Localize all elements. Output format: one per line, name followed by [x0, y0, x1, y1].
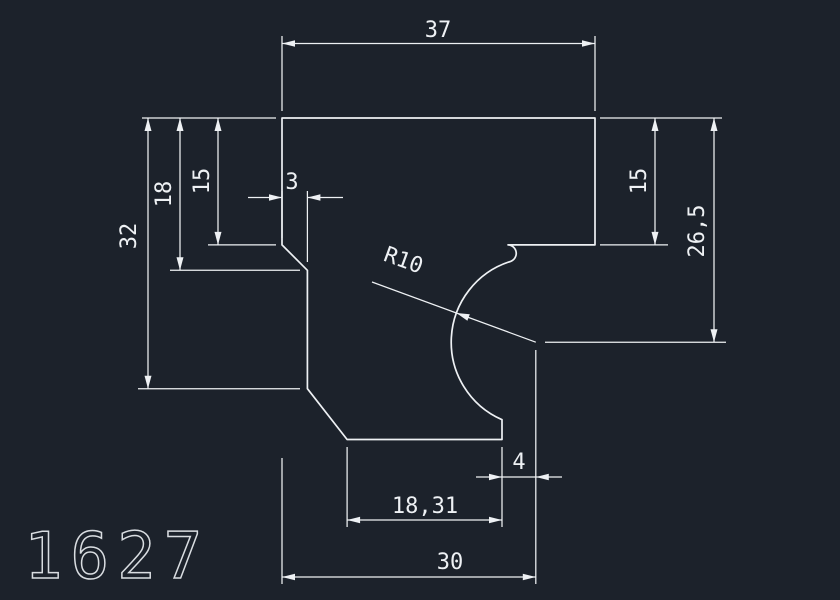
part-outline	[281, 117, 596, 441]
arrow-left-icon	[282, 40, 295, 47]
dim-lines	[248, 191, 343, 262]
dim-left-18: 18	[152, 118, 300, 271]
arrow-down-icon	[214, 231, 222, 245]
dim-bottom-30-label: 30	[437, 550, 464, 575]
dim-lines	[281, 36, 596, 111]
cad-drawing: 37 32 18 15 3	[23, 18, 726, 595]
dim-lines	[281, 458, 536, 584]
dim-bottom-18-31: 18,31	[346, 447, 502, 527]
dim-lines	[600, 117, 722, 246]
dim-radius-label: R10	[380, 242, 426, 279]
arrow-radius-icon	[456, 313, 470, 321]
dim-lines	[545, 118, 726, 343]
dim-top-width-label: 37	[425, 18, 452, 43]
dim-right-15-label: 15	[627, 168, 652, 195]
dim-left-15-label: 15	[190, 168, 215, 195]
arrow-down-icon	[710, 329, 718, 343]
dim-radius-r10: R10	[371, 242, 537, 343]
dim-chamfer-3: 3	[248, 170, 343, 262]
arrow-right-icon	[269, 194, 282, 201]
dim-bottom-18-31-label: 18,31	[392, 494, 458, 519]
arrow-up-icon	[710, 118, 718, 131]
dim-bottom-4-label: 4	[512, 450, 525, 475]
dim-right-15: 15	[600, 117, 722, 246]
dim-left-32: 32	[117, 117, 300, 390]
dim-left-32-label: 32	[117, 223, 142, 250]
arrow-up-icon	[144, 118, 152, 131]
dim-right-26-5-label: 26,5	[685, 205, 710, 258]
arrow-up-icon	[651, 118, 659, 131]
arrow-up-icon	[176, 118, 184, 131]
dim-bottom-30: 30	[281, 458, 536, 584]
arrow-left-icon	[535, 473, 549, 481]
leader-line	[371, 281, 537, 343]
dim-bottom-4: 4	[476, 350, 562, 584]
dim-left-15: 15	[190, 118, 276, 246]
arrow-right-icon	[489, 516, 502, 524]
dim-right-26-5: 26,5	[545, 118, 726, 343]
arrow-up-icon	[214, 118, 222, 131]
dim-chamfer-3-label: 3	[285, 170, 298, 195]
arrow-down-icon	[176, 257, 184, 271]
dim-left-18-label: 18	[152, 181, 177, 208]
dim-lines	[138, 117, 300, 390]
arrow-down-icon	[651, 231, 659, 245]
arrow-left-icon	[307, 194, 321, 201]
arrow-left-icon	[347, 516, 361, 524]
arrow-right-icon	[489, 473, 502, 481]
arrow-left-icon	[282, 573, 295, 581]
arrow-right-icon	[522, 573, 536, 581]
dim-top-width: 37	[281, 18, 596, 111]
dim-lines	[170, 118, 300, 271]
arrow-down-icon	[144, 375, 152, 389]
part-number: 1627	[24, 520, 210, 594]
dim-lines	[346, 447, 502, 527]
dim-lines	[208, 118, 276, 246]
arrow-right-icon	[582, 40, 595, 47]
